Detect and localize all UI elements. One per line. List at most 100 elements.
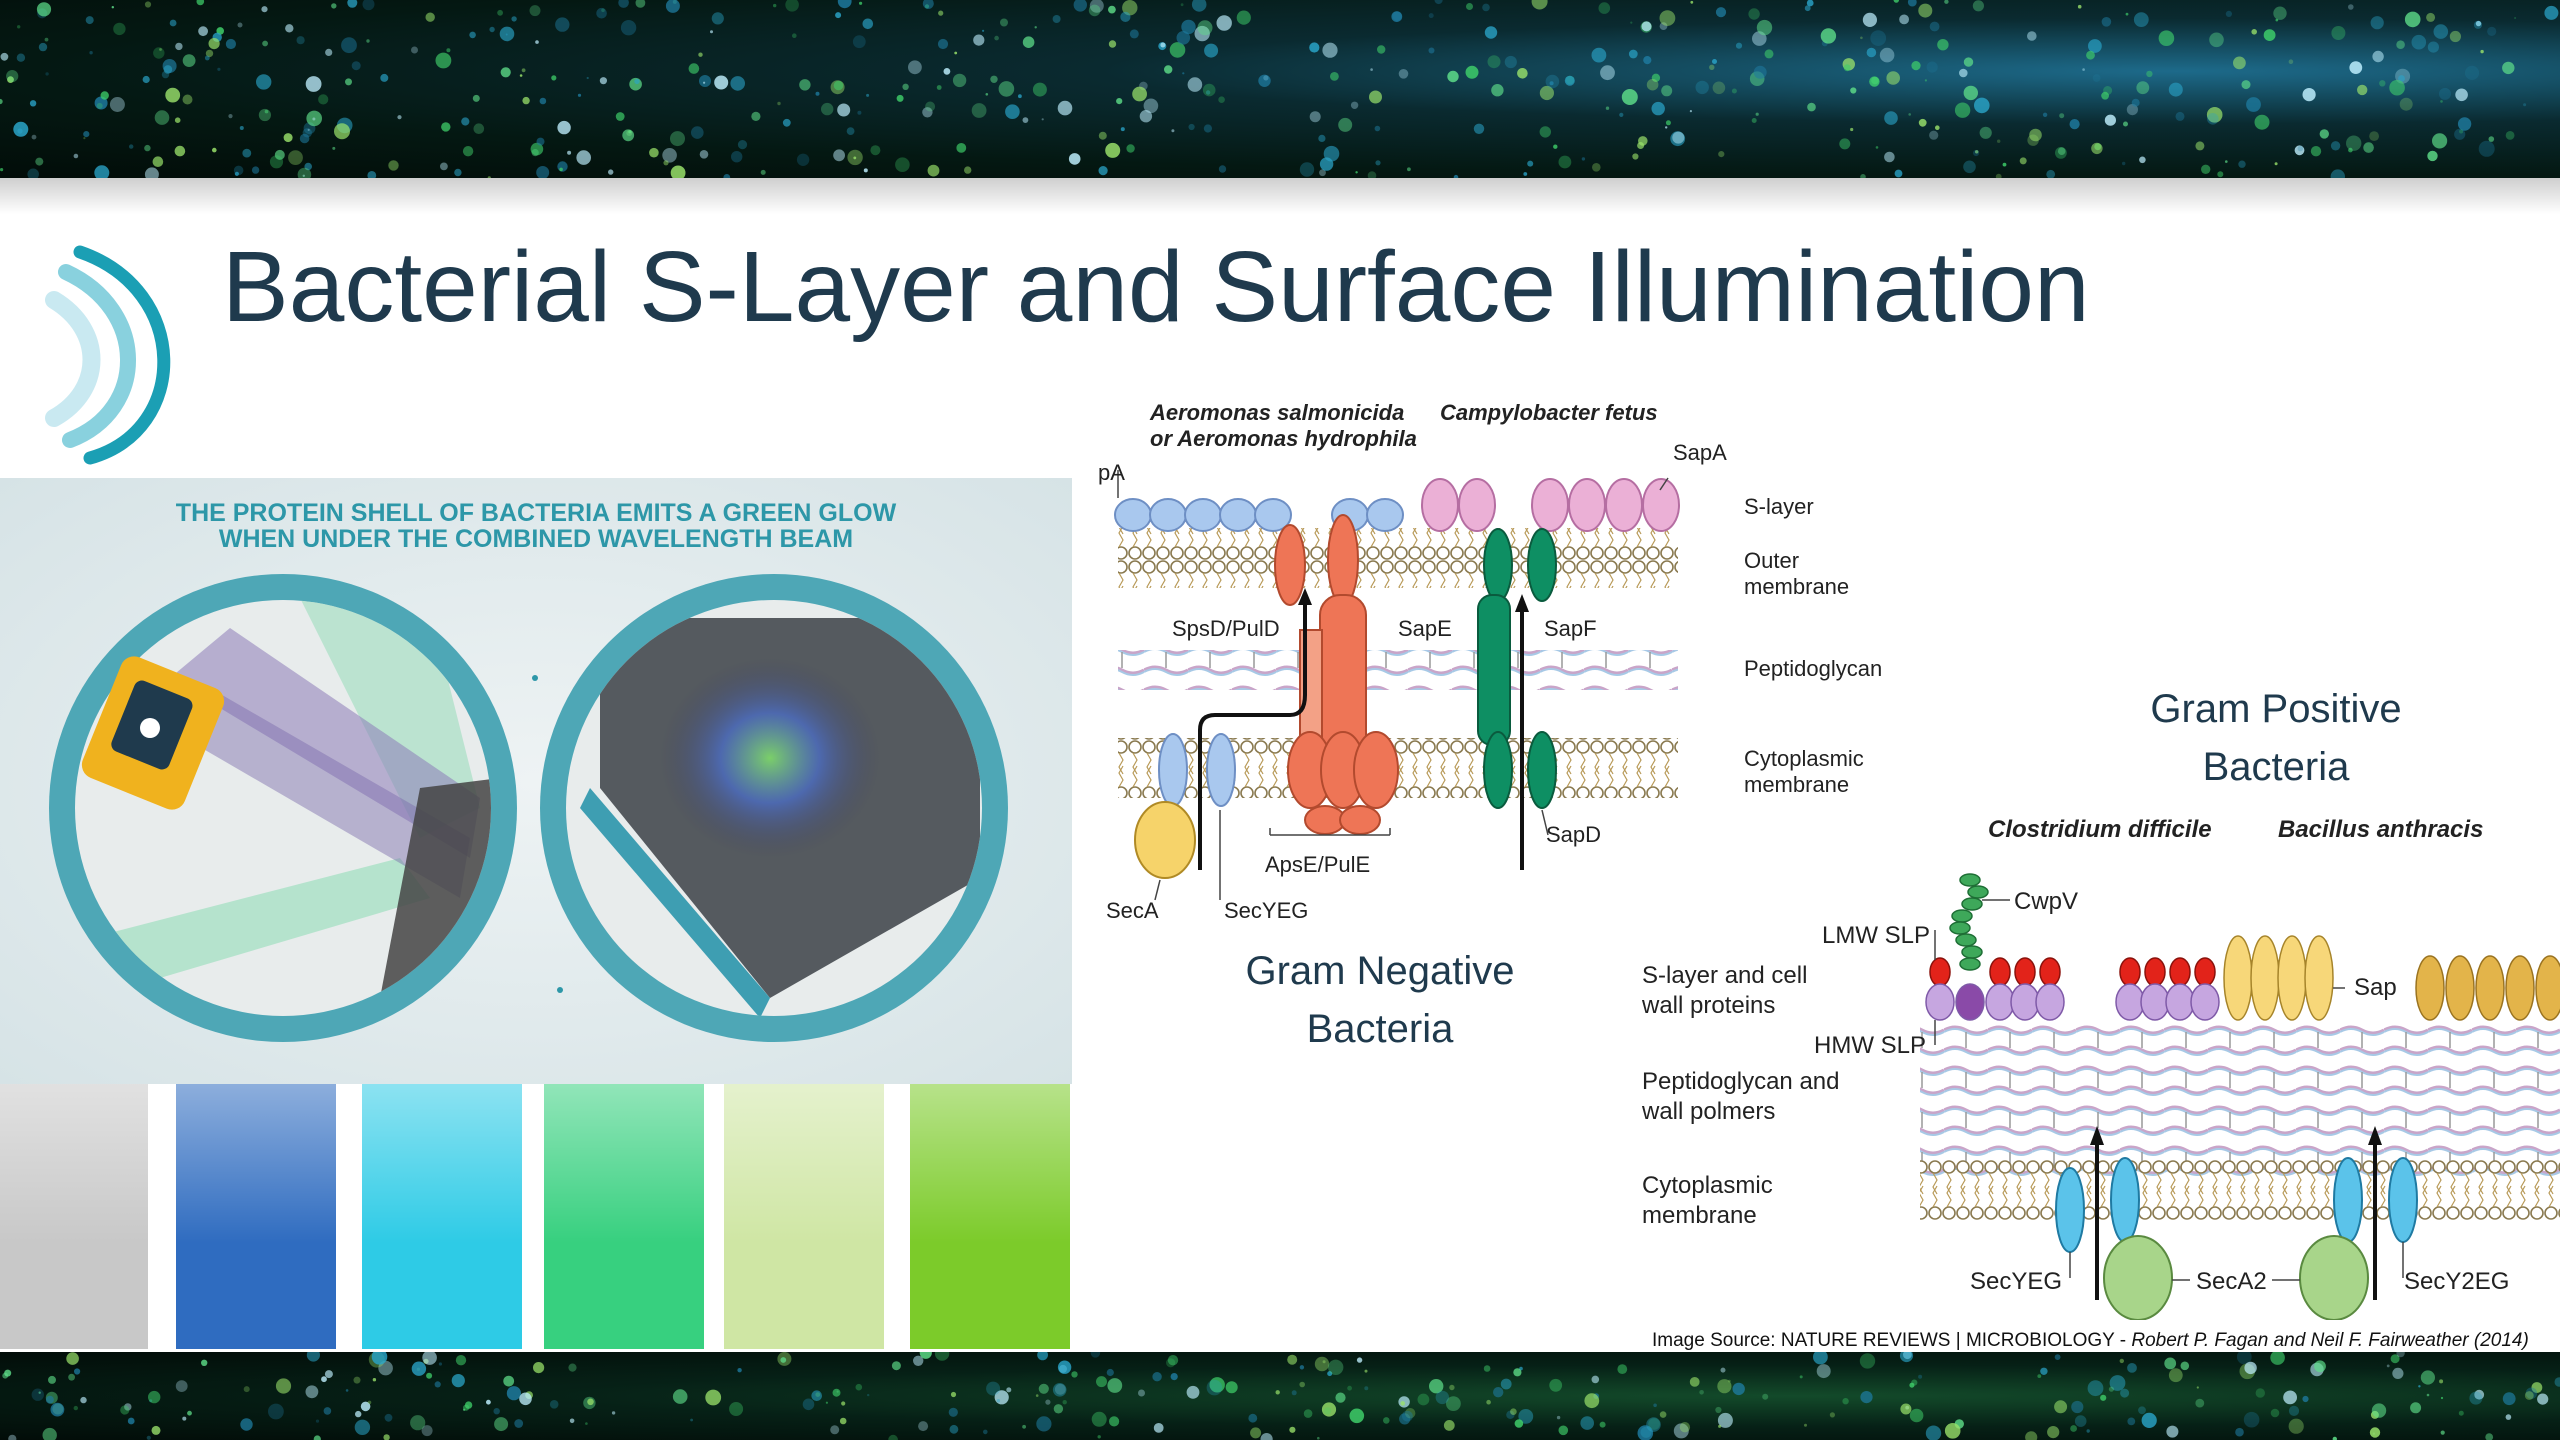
bokeh-dot: [240, 1418, 253, 1431]
bokeh-dot: [299, 133, 310, 144]
bokeh-dot: [760, 169, 766, 175]
bokeh-dot: [2206, 107, 2223, 123]
bokeh-dot: [2297, 145, 2304, 152]
bokeh-dot: [777, 101, 781, 106]
bokeh-dot: [73, 153, 79, 159]
bokeh-dot: [1580, 1416, 1594, 1430]
bokeh-dot: [1875, 146, 1879, 149]
bokeh-dot: [1850, 127, 1854, 132]
bokeh-dot: [1052, 1383, 1067, 1397]
gram-negative-heading-line2: Bacteria: [1306, 1007, 1454, 1051]
bokeh-dot: [1918, 3, 1933, 18]
bokeh-dot: [1186, 1385, 1200, 1399]
bokeh-dot: [2141, 1412, 2157, 1428]
bokeh-dot: [497, 9, 503, 16]
bokeh-dot: [435, 52, 452, 69]
bokeh-dot: [1105, 142, 1121, 158]
bokeh-dot: [1062, 1400, 1067, 1405]
bokeh-dot: [1963, 160, 1976, 174]
bokeh-dot: [522, 96, 530, 105]
bokeh-dot: [410, 1415, 426, 1431]
bokeh-dot: [239, 126, 244, 130]
bokeh-dot: [152, 156, 164, 167]
bokeh-dot: [1862, 12, 1877, 27]
bokeh-dot: [2201, 164, 2211, 174]
bokeh-dot: [555, 17, 570, 32]
bokeh-dot: [1539, 85, 1554, 101]
bokeh-dot: [2439, 1379, 2444, 1384]
bokeh-dot: [1053, 1404, 1064, 1414]
bokeh-dot: [1755, 112, 1759, 116]
bokeh-dot: [2175, 111, 2185, 121]
bokeh-dot: [2288, 59, 2294, 64]
bokeh-dot: [324, 1370, 333, 1379]
bokeh-pattern-bottom: [2, 1352, 2560, 1440]
bokeh-dot: [1180, 3, 1184, 7]
bokeh-dot: [0, 98, 3, 105]
bokeh-dot: [1717, 1379, 1732, 1394]
bokeh-dot: [1641, 21, 1652, 32]
bokeh-dot: [635, 0, 646, 8]
bokeh-dot: [2386, 1364, 2390, 1368]
bokeh-dot: [1391, 11, 1403, 22]
bokeh-dot: [1291, 1390, 1297, 1396]
bokeh-dot: [1621, 89, 1638, 105]
bokeh-dot: [1973, 149, 1980, 157]
bokeh-dot: [1122, 0, 1138, 16]
bokeh-dot: [2349, 61, 2363, 74]
bokeh-dot: [2251, 29, 2257, 35]
bokeh-dot: [1160, 42, 1166, 48]
bokeh-dot: [1318, 134, 1326, 142]
bokeh-dot: [251, 166, 260, 174]
bokeh-dot: [2086, 50, 2095, 60]
bokeh-dot: [1034, 26, 1037, 29]
bokeh-dot: [1900, 1403, 1912, 1415]
bokeh-dot: [833, 80, 844, 91]
bokeh-dot: [792, 33, 797, 38]
bokeh-dot: [31, 1388, 44, 1401]
bokeh-dot: [688, 63, 700, 74]
bokeh-dot: [2042, 112, 2048, 118]
bokeh-dot: [1653, 1403, 1657, 1408]
bokeh-dot: [1672, 131, 1685, 144]
bokeh-dot: [1369, 90, 1382, 104]
source-prefix: Image Source: NATURE REVIEWS | MICROBIOL…: [1652, 1330, 2132, 1351]
bokeh-dot: [1132, 86, 1147, 102]
bokeh-dot: [1330, 72, 1339, 81]
bokeh-dot: [2002, 162, 2007, 167]
bokeh-dot: [954, 51, 958, 55]
bokeh-dot: [1299, 1381, 1305, 1388]
bokeh-dot: [38, 1391, 41, 1394]
bokeh-dot: [411, 46, 418, 54]
bokeh-dot: [925, 101, 936, 112]
bokeh-dot: [1120, 127, 1125, 132]
bokeh-dot: [486, 1399, 491, 1405]
bokeh-dot: [8, 1434, 17, 1440]
bokeh-dot: [559, 167, 563, 172]
bokeh-dot: [2254, 114, 2270, 130]
bokeh-dot: [751, 111, 761, 121]
bokeh-dot: [1383, 1417, 1390, 1424]
bokeh-dot: [1248, 1413, 1258, 1423]
bokeh-dot: [1679, 1422, 1691, 1433]
bokeh-dot: [1975, 150, 1979, 154]
bokeh-dot: [519, 1392, 532, 1406]
color-swatch: [0, 1084, 148, 1349]
bokeh-dot: [1428, 13, 1434, 19]
bokeh-dot: [1894, 169, 1903, 178]
bokeh-dot: [956, 143, 967, 153]
bokeh-dot: [1303, 1409, 1313, 1418]
bokeh-dot: [2054, 1400, 2068, 1414]
bokeh-dot: [927, 164, 940, 177]
layer-s-layer: S-layer: [1744, 494, 1814, 519]
bokeh-dot: [312, 117, 316, 121]
bokeh-dot: [2046, 169, 2056, 178]
bokeh-dot: [2069, 119, 2080, 130]
bokeh-dot: [730, 76, 745, 91]
bokeh-dot: [1584, 1393, 1600, 1409]
bokeh-dot: [1405, 1408, 1416, 1419]
bokeh-dot: [1407, 167, 1411, 172]
bokeh-dot: [2195, 141, 2205, 151]
bokeh-dot: [2236, 1352, 2252, 1365]
bokeh-dot: [1756, 19, 1773, 36]
